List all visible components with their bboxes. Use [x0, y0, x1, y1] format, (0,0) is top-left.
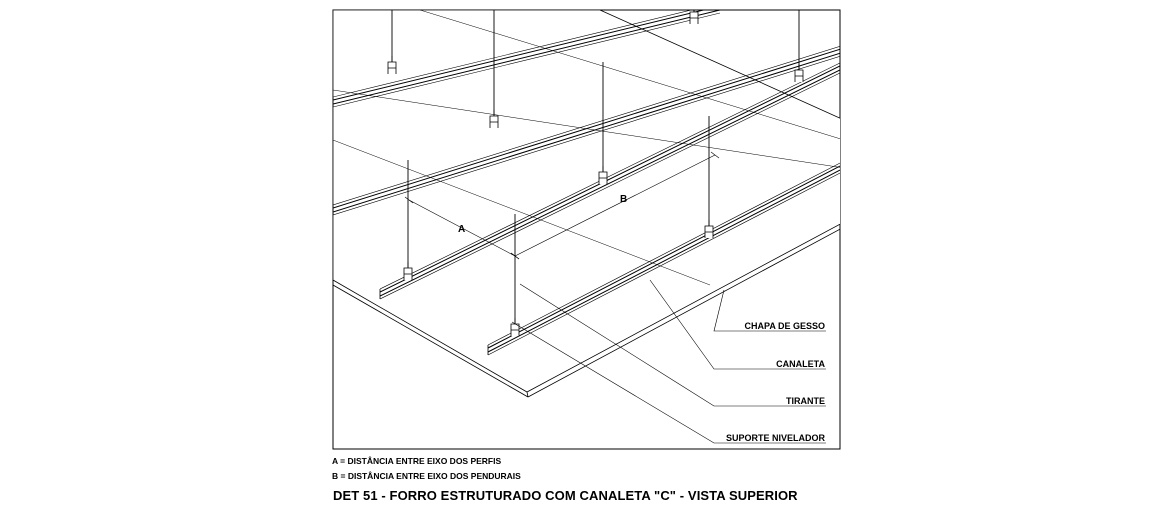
- board-seam: [333, 139, 711, 286]
- board-seam: [333, 89, 840, 168]
- canaleta-rail: [333, 10, 721, 108]
- leader-canaleta: [649, 279, 826, 370]
- tirante-hanger: [689, 10, 699, 24]
- tirante-hanger: [489, 10, 499, 128]
- tirante-hanger: [510, 214, 520, 336]
- gypsum-board-edge: [333, 284, 529, 398]
- tirante-hanger: [387, 10, 397, 74]
- label-tirante: TIRANTE: [786, 396, 825, 406]
- label-suporte-nivelador: SUPORTE NIVELADOR: [726, 433, 826, 443]
- gypsum-board: [333, 10, 840, 393]
- dimension-b: [510, 151, 720, 260]
- dimension-b-label: B: [620, 194, 627, 205]
- canaleta-rail: [333, 45, 840, 216]
- note-a: A = DISTÂNCIA ENTRE EIXO DOS PERFIS: [332, 456, 502, 466]
- canaleta-rail: [379, 62, 840, 300]
- tirante-hanger: [794, 10, 804, 82]
- drawing-title: DET 51 - FORRO ESTRUTURADO COM CANALETA …: [333, 488, 798, 503]
- leader-tirante: [519, 283, 826, 407]
- label-canaleta: CANALETA: [776, 359, 825, 369]
- tirante-hanger: [598, 62, 608, 184]
- leader-suporte: [511, 321, 826, 444]
- canaleta-rail: [487, 162, 840, 356]
- gypsum-board-edge-right: [527, 228, 840, 398]
- tirante-hanger: [704, 116, 714, 238]
- label-chapa-de-gesso: CHAPA DE GESSO: [744, 321, 825, 331]
- board-seam: [419, 10, 840, 140]
- tirante-hanger: [403, 160, 413, 280]
- dimension-a-label: A: [458, 224, 465, 235]
- note-b: B = DISTÂNCIA ENTRE EIXO DOS PENDURAIS: [332, 471, 521, 481]
- leader-chapa: [713, 289, 826, 332]
- gypsum-board-edge-front: [526, 391, 529, 398]
